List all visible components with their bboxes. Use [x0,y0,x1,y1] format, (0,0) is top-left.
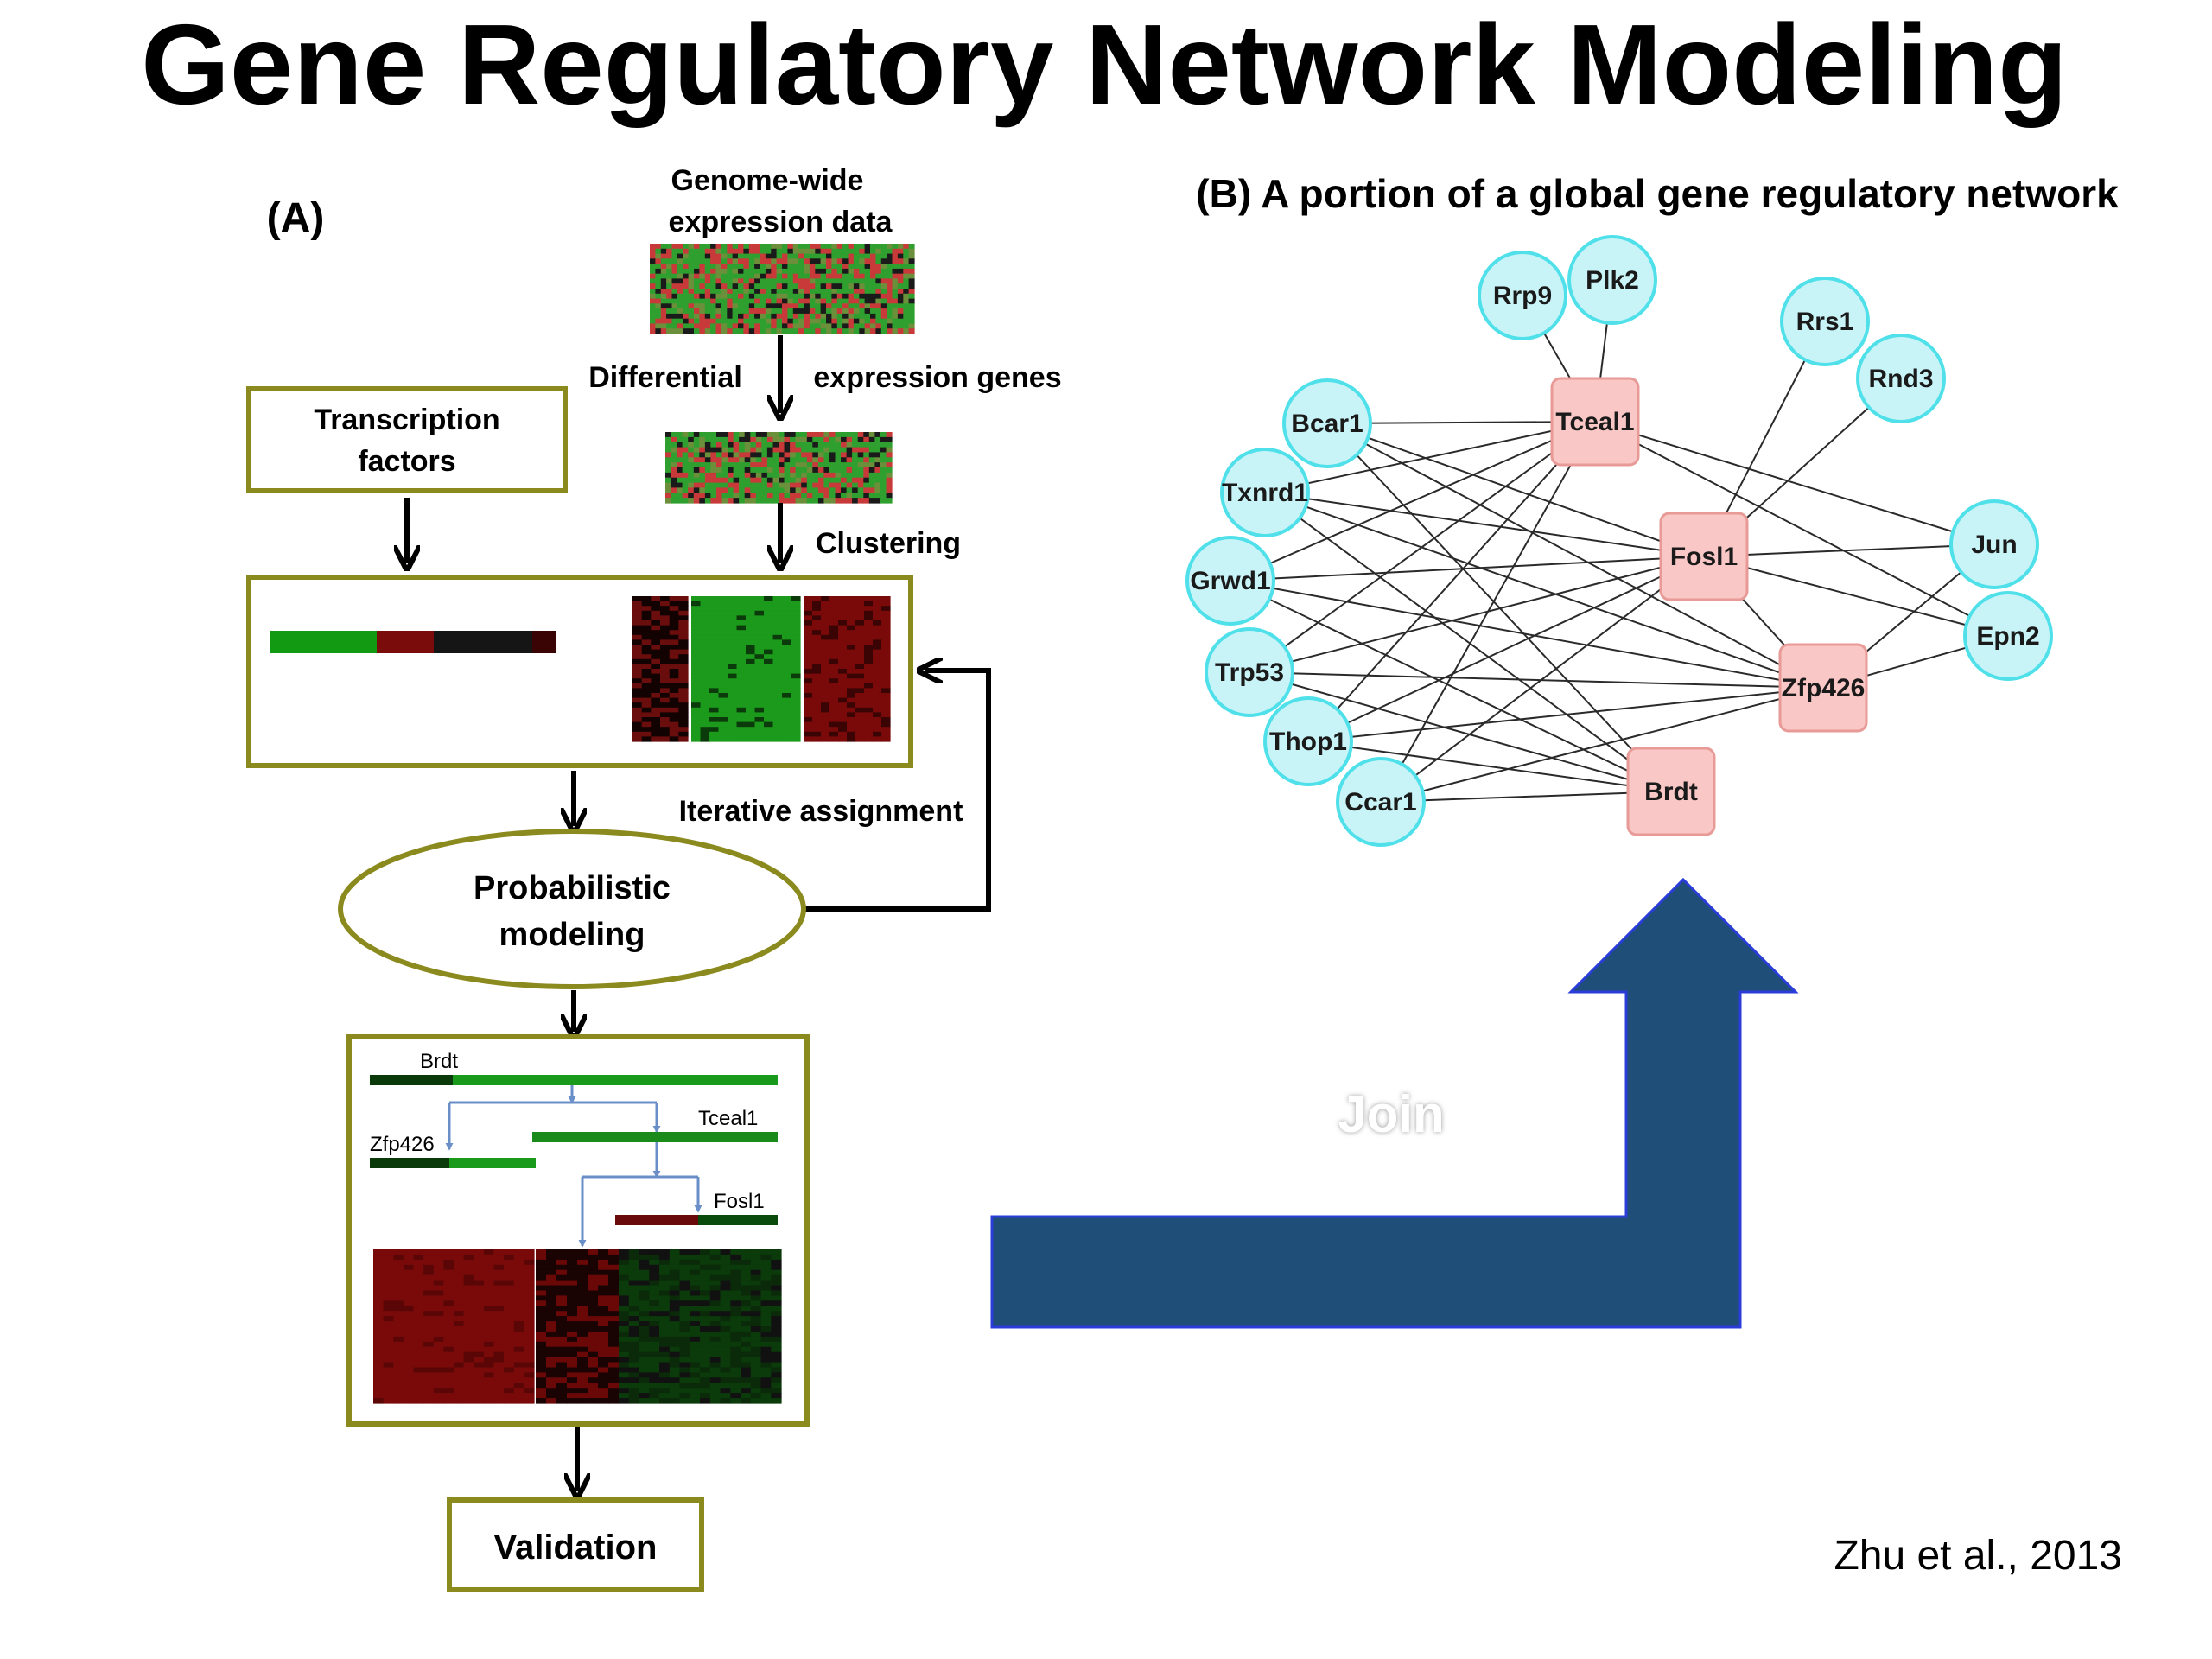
node-zfp426: Zfp426 [1778,643,1868,733]
genome-wide-label-line1: Genome-wide [671,164,864,197]
node-thop1: Thop1 [1263,696,1353,786]
node-grwd1: Grwd1 [1185,536,1275,626]
network-edges [1230,279,2009,803]
svg-text:Zfp426: Zfp426 [1782,674,1866,702]
slide-title: Gene Regulatory Network Modeling [141,1,2068,128]
edge-brdt-grwd1 [1230,580,1672,792]
edge-brdt-thop1 [1307,741,1672,792]
svg-text:Ccar1: Ccar1 [1344,788,1416,817]
node-rrp9: Rrp9 [1478,251,1567,340]
edge-fosl1-jun [1703,543,1995,557]
svg-text:Thop1: Thop1 [1269,728,1347,756]
edge-tceal1-jun [1594,421,1995,545]
node-rnd3: Rnd3 [1856,334,1946,423]
svg-text:Tceal1: Tceal1 [1555,408,1634,436]
edge-zfp426-trp53 [1249,671,1824,689]
node-txnrd1: Txnrd1 [1220,448,1310,537]
differential-heatmap [665,432,893,504]
edge-tceal1-epn2 [1594,421,2009,637]
edge-tceal1-txnrd1 [1264,421,1596,493]
transcription-factors-box [246,386,568,493]
tree-label-tceal1: Tceal1 [698,1107,758,1130]
node-tceal1: Tceal1 [1550,377,1640,467]
validation-label: Validation [494,1529,658,1567]
clustering-label: Clustering [816,527,961,560]
edge-tceal1-thop1 [1307,421,1596,742]
genome-wide-heatmap [650,244,915,334]
tf-expression-bar [270,631,556,653]
edge-tceal1-grwd1 [1230,421,1596,582]
svg-text:Fosl1: Fosl1 [1670,543,1738,571]
tree-label-zfp426: Zfp426 [370,1133,435,1156]
edge-fosl1-txnrd1 [1264,492,1705,557]
transcription-factors-line1: Transcription [314,404,499,436]
edge-fosl1-bcar1 [1326,423,1705,557]
edge-fosl1-trp53 [1249,556,1705,673]
join-label: Join [1338,1085,1444,1143]
regulatory-tree [370,1075,782,1404]
iterative-assignment-label: Iterative assignment [679,795,963,828]
svg-text:Rrp9: Rrp9 [1493,282,1552,310]
join-label-glow: Join [1338,1085,1444,1143]
edge-brdt-trp53 [1249,671,1672,792]
edge-brdt-txnrd1 [1264,492,1672,792]
svg-text:Plk2: Plk2 [1586,266,1639,295]
genome-wide-label-line2: expression data [669,206,893,238]
node-jun: Jun [1949,499,2039,589]
differential-label: Differential [588,361,742,394]
citation: Zhu et al., 2013 [1834,1533,2122,1579]
node-ccar1: Ccar1 [1336,757,1426,847]
transcription-factors-line2: factors [358,445,455,478]
cluster-heatmap [632,596,891,742]
node-brdt: Brdt [1626,747,1716,836]
svg-text:Trp53: Trp53 [1215,658,1284,687]
tree-heatmap [373,1249,782,1404]
svg-text:Jun: Jun [1971,531,2017,559]
join-arrow [990,877,1799,1329]
svg-text:Rnd3: Rnd3 [1869,365,1934,393]
probabilistic-modeling-ellipse [338,829,806,989]
probabilistic-label: Probabilistic [474,870,671,906]
edge-fosl1-epn2 [1703,556,2009,637]
svg-text:Txnrd1: Txnrd1 [1222,479,1308,507]
modeling-label: modeling [499,917,645,953]
validation-box [447,1497,704,1592]
edge-zfp426-ccar1 [1380,687,1824,803]
expression-genes-label: expression genes [813,361,1061,394]
svg-text:Rrs1: Rrs1 [1796,308,1854,336]
svg-text:Epn2: Epn2 [1976,622,2039,651]
edge-zfp426-txnrd1 [1264,492,1824,689]
edge-fosl1-grwd1 [1230,556,1705,582]
edge-fosl1-thop1 [1307,556,1705,742]
node-fosl1: Fosl1 [1659,512,1749,601]
node-epn2: Epn2 [1963,591,2053,681]
feedback-arrow [802,671,991,912]
svg-text:Bcar1: Bcar1 [1291,410,1363,438]
panel-a-label: (A) [267,195,325,241]
svg-text:Brdt: Brdt [1644,778,1698,806]
node-bcar1: Bcar1 [1282,378,1372,468]
tree-label-brdt: Brdt [420,1050,458,1073]
edge-zfp426-grwd1 [1230,580,1824,689]
edge-zfp426-bcar1 [1326,423,1824,689]
svg-text:Grwd1: Grwd1 [1190,567,1270,595]
tree-label-fosl1: Fosl1 [714,1190,765,1213]
panel-b-label: (B) A portion of a global gene regulator… [1196,171,2119,216]
edge-fosl1-ccar1 [1380,556,1705,803]
node-trp53: Trp53 [1205,627,1294,717]
network-nodes: Rrp9 Plk2Rrs1Rnd3Bcar1Txnrd1Grwd1Trp53Tho… [1185,235,2053,847]
edge-brdt-bcar1 [1326,423,1672,792]
edge-brdt-ccar1 [1380,791,1672,803]
node-plk2: Plk2 [1567,235,1657,325]
node-rrs1: Rrs1 [1780,276,1870,366]
